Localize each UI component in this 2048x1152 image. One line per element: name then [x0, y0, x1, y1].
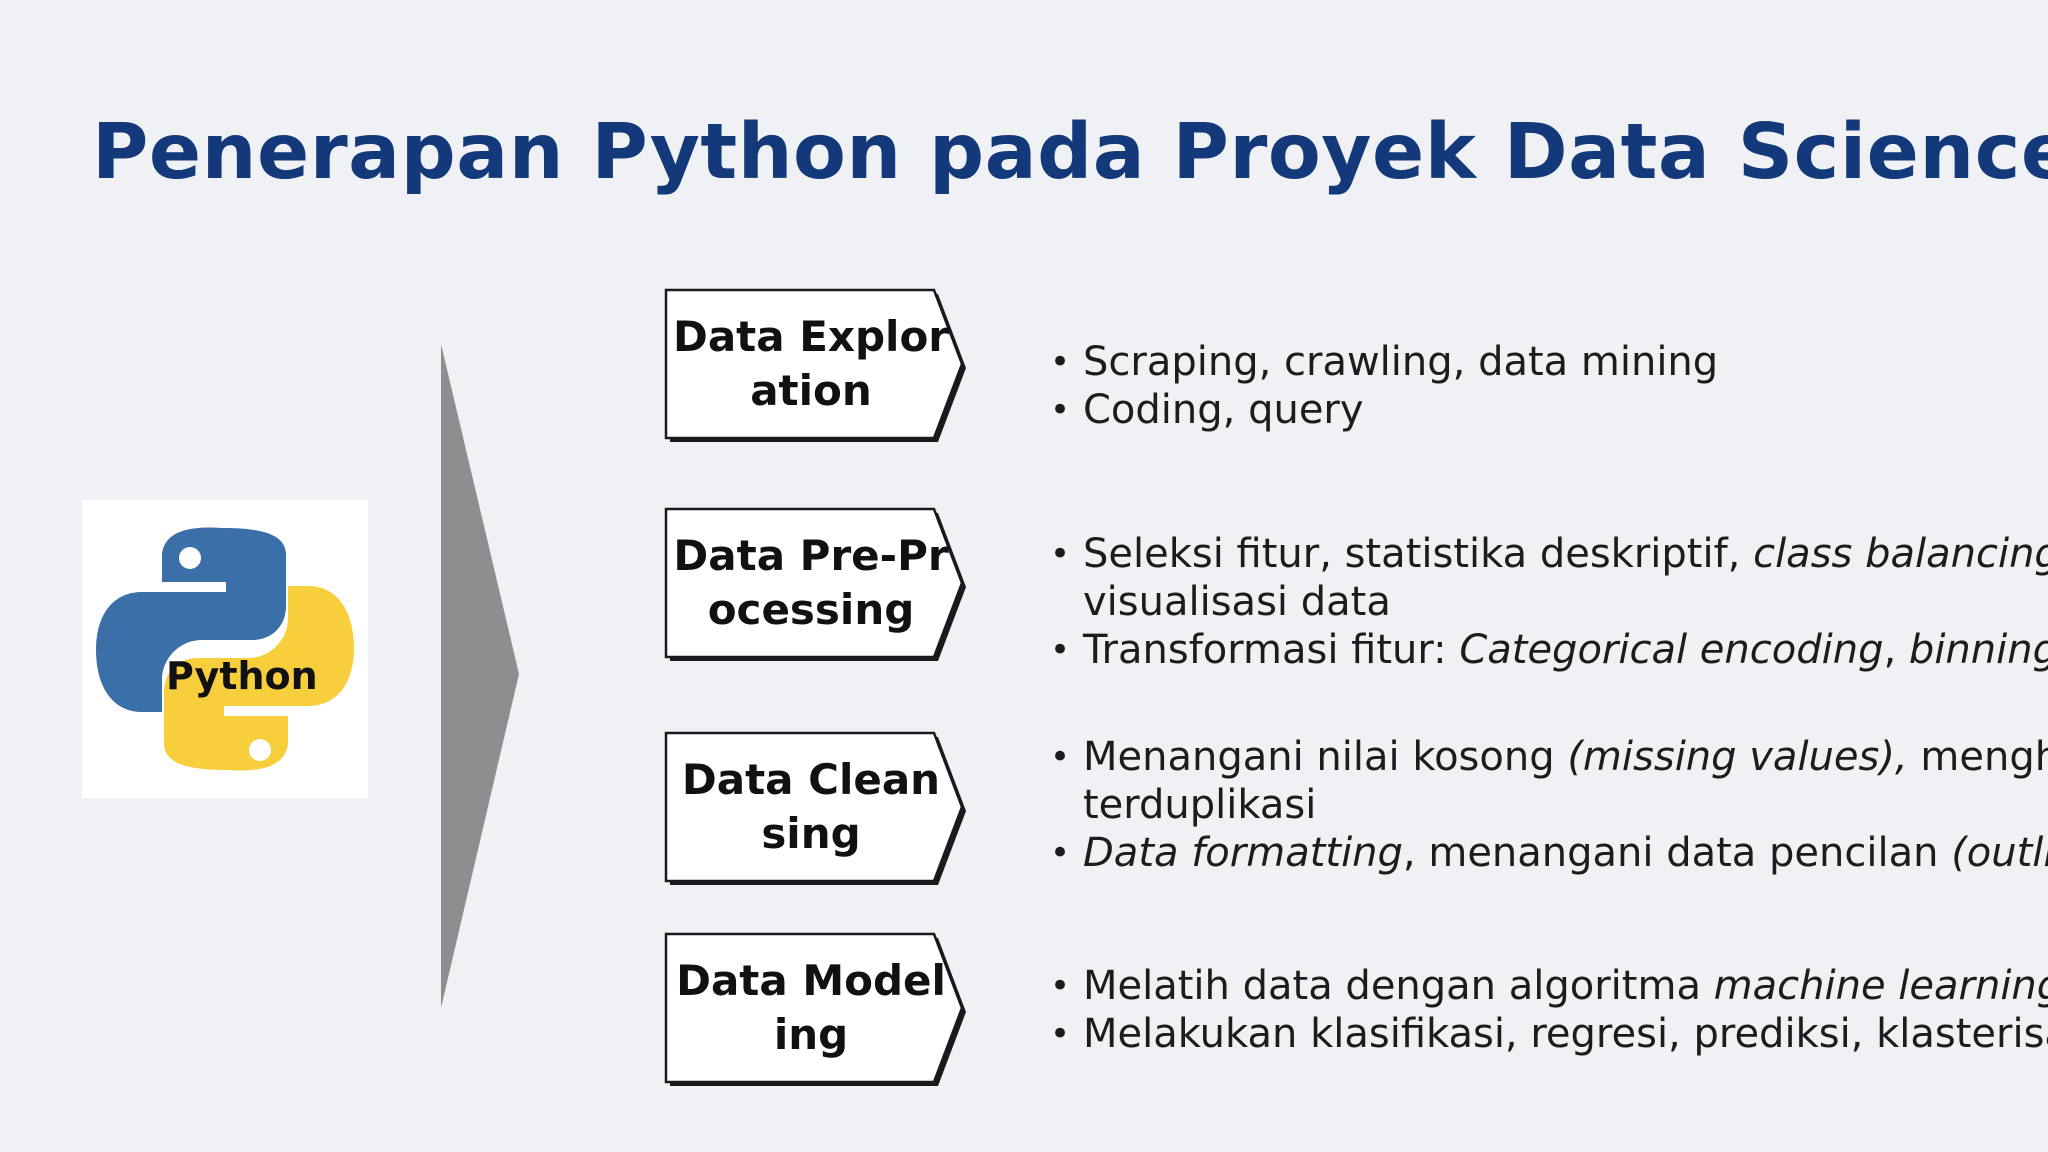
bullet-item: Melakukan klasifikasi, regresi, prediksi… — [1050, 1010, 2048, 1058]
bullet-text: machine learning — [1713, 963, 2048, 1009]
bullet-item: Scraping, crawling, data mining — [1050, 338, 1718, 386]
bullet-text: , — [1883, 627, 1909, 673]
bullet-text: Melatih data dengan algoritma — [1083, 963, 1714, 1009]
python-logo-icon — [96, 527, 354, 771]
step-1: Data Exploration — [664, 288, 976, 448]
bullet-text: Scraping, crawling, data mining — [1083, 339, 1719, 385]
bullet-item: Coding, query — [1050, 386, 1718, 434]
bullet-item: Menangani nilai kosong (missing values),… — [1050, 733, 2048, 781]
step-arrow-shape — [664, 731, 966, 885]
bullet-text: menghapu — [1920, 734, 2048, 780]
step-4-bullets: Melatih data dengan algoritma machine le… — [1050, 962, 2048, 1058]
bullet-text: Melakukan klasifikasi, regresi, prediksi… — [1083, 1011, 2048, 1057]
step-arrow-shape — [664, 932, 966, 1086]
bullet-item: visualisasi data — [1050, 578, 2048, 626]
bullet-item: Data formatting, menangani data pencilan… — [1050, 829, 2048, 877]
step-arrow-shape — [664, 288, 966, 442]
bullet-text: class balancing — [1753, 531, 2048, 577]
bullet-text: Transformasi fitur: — [1083, 627, 1460, 673]
step-4: Data Modeling — [664, 932, 976, 1092]
bullet-text: visualisasi data — [1083, 579, 1391, 625]
bullet-text: (outliers) — [1951, 830, 2048, 876]
flow-chevron — [441, 344, 519, 1008]
bullet-text: Seleksi fitur, statistika deskriptif, — [1083, 531, 1754, 577]
python-logo: Python — [82, 500, 368, 798]
python-logo-label: Python — [166, 654, 318, 698]
bullet-text: Menangani nilai kosong — [1083, 734, 1568, 780]
step-label: Data Exploration — [672, 312, 950, 415]
step-label: Data Modeling — [676, 956, 946, 1059]
bullet-text: Coding, query — [1083, 387, 1364, 433]
bullet-item: terduplikasi — [1050, 781, 2048, 829]
bullet-item: Seleksi fitur, statistika deskriptif, cl… — [1050, 530, 2048, 578]
step-3-bullets: Menangani nilai kosong (missing values),… — [1050, 733, 2048, 877]
bullet-text: (missing values), — [1567, 734, 1908, 780]
bullet-text: Data formatting — [1083, 830, 1403, 876]
bullet-item: Melatih data dengan algoritma machine le… — [1050, 962, 2048, 1010]
step-3: Data Cleansing — [664, 731, 976, 891]
bullet-text: Categorical encoding — [1459, 627, 1884, 673]
bullet-text: binning — [1908, 627, 2048, 673]
step-1-bullets: Scraping, crawling, data miningCoding, q… — [1050, 338, 1718, 434]
bullet-text: , menangani data pencilan — [1402, 830, 1952, 876]
bullet-item: Transformasi fitur: Categorical encoding… — [1050, 626, 2048, 674]
step-label: Data Cleansing — [681, 755, 941, 858]
step-arrow-shape — [664, 507, 966, 661]
bullet-text: terduplikasi — [1083, 782, 1317, 828]
step-2-bullets: Seleksi fitur, statistika deskriptif, cl… — [1050, 530, 2048, 674]
step-2: Data Pre-Processing — [664, 507, 976, 667]
slide-title: Penerapan Python pada Proyek Data Scienc… — [92, 108, 2048, 197]
step-label: Data Pre-Processing — [673, 531, 949, 634]
